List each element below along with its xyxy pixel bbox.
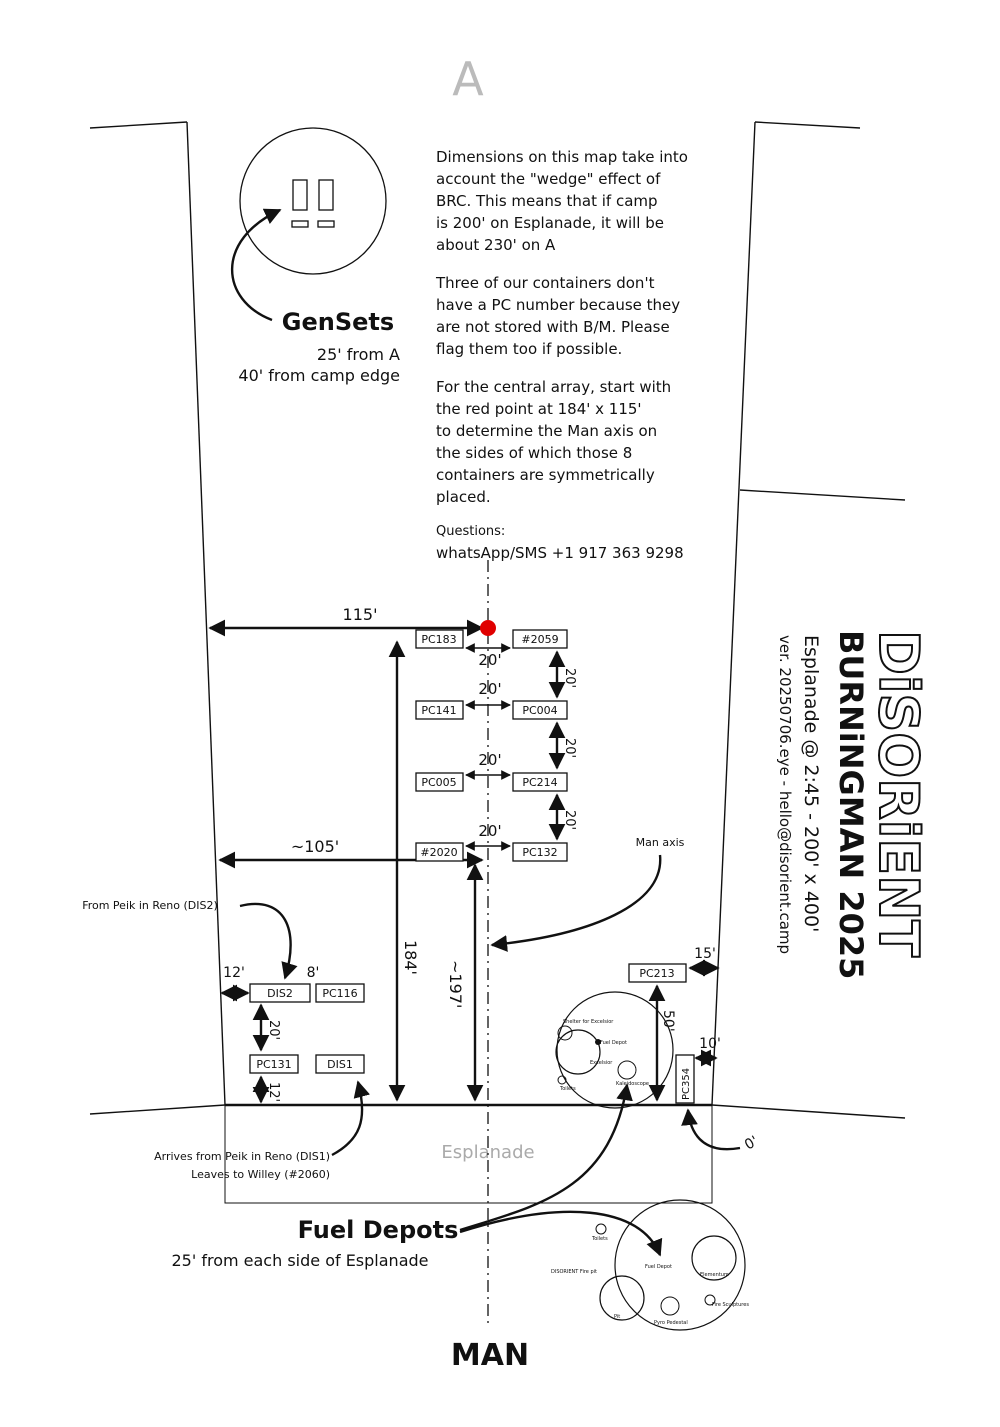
red-point	[480, 620, 496, 636]
gap-row3: 20'	[478, 751, 501, 769]
lbl-fire-pit: DISORIENT Fire pit	[551, 1269, 597, 1275]
camp-title: DiSORiENT	[867, 630, 930, 957]
dim-50: 50'	[660, 1010, 676, 1032]
title-block: DiSORiENT BURNiNGMAN 2025 Esplanade @ 2:…	[776, 629, 931, 979]
container-dis2: DIS2	[267, 987, 293, 1000]
container-2020: #2020	[420, 846, 457, 859]
container-pc214: PC214	[522, 776, 557, 789]
note-p2-l2: have a PC number because they	[436, 296, 680, 314]
vgap-2: 20'	[562, 738, 577, 758]
arrives-line2: Leaves to Willey (#2060)	[191, 1168, 330, 1181]
gensets-title: GenSets	[282, 308, 394, 336]
note-p3-l3: to determine the Man axis on	[436, 422, 657, 440]
dim-105: ~105'	[291, 837, 339, 856]
gap-row4: 20'	[478, 822, 501, 840]
lbl-fire-sculptures: Fire Sculptures	[712, 1302, 749, 1308]
dim-20v: 20'	[266, 1020, 281, 1040]
man-axis-callout: Man axis	[490, 836, 685, 952]
dim-15: 15'	[694, 946, 716, 962]
dim-0: 0'	[742, 1133, 761, 1153]
container-dis1: DIS1	[327, 1058, 353, 1071]
dim-10: 10'	[699, 1036, 721, 1052]
lbl-toilets: Toilets	[559, 1086, 576, 1092]
gap-row2: 20'	[478, 680, 501, 698]
lbl-fuel-depot-2: Fuel Depot	[645, 1264, 672, 1270]
dim-12b: 12'	[266, 1082, 281, 1102]
event-title: BURNiNGMAN 2025	[832, 630, 870, 979]
container-pc141: PC141	[421, 704, 456, 717]
arrives-line1: Arrives from Peik in Reno (DIS1)	[154, 1150, 330, 1163]
contact-line: whatsApp/SMS +1 917 363 9298	[436, 544, 684, 562]
dim-115: 115'	[343, 605, 378, 624]
lower-cluster: Toilets DISORIENT Fire pit Fuel Depot El…	[551, 1199, 749, 1331]
lbl-toilets-2: Toilets	[591, 1236, 608, 1242]
note-p3-l4: the sides of which those 8	[436, 444, 632, 462]
container-pc004: PC004	[522, 704, 557, 717]
note-p2-l1: Three of our containers don't	[435, 274, 655, 292]
lbl-shelter: Shelter for Excelsior	[563, 1019, 614, 1025]
fuel-depots-title: Fuel Depots	[298, 1216, 459, 1244]
dim-184: 184'	[401, 940, 420, 975]
note-p1-l2: account the "wedge" effect of	[436, 170, 661, 188]
lbl-pit: Pit	[614, 1314, 620, 1320]
from-peik-label: From Peik in Reno (DIS2)	[82, 899, 218, 912]
container-pc183: PC183	[421, 633, 456, 646]
container-pc005: PC005	[421, 776, 456, 789]
fuel-depots-callout: Fuel Depots 25' from each side of Esplan…	[171, 1083, 663, 1270]
camp-boundary	[89, 121, 906, 1119]
note-p3-l2: the red point at 184' x 115'	[436, 400, 642, 418]
esplanade-label: Esplanade	[441, 1142, 534, 1163]
container-pc116: PC116	[322, 987, 357, 1000]
location-line: Esplanade @ 2:45 - 200' x 400'	[800, 635, 822, 932]
lbl-kaleidoscope: Kaleidoscope	[616, 1081, 649, 1087]
note-p2-l4: flag them too if possible.	[436, 340, 622, 358]
note-p2-l3: are not stored with B/M. Please	[436, 318, 670, 336]
vgap-1: 20'	[562, 668, 577, 688]
container-2059: #2059	[521, 633, 558, 646]
street-a-label: A	[452, 52, 484, 106]
dim-12: 12'	[223, 965, 245, 981]
man-label: MAN	[451, 1338, 529, 1373]
gap-row1: 20'	[478, 651, 501, 669]
man-axis-label: Man axis	[636, 836, 685, 849]
gensets-line2: 40' from camp edge	[238, 366, 400, 385]
lbl-fuel-depot: Fuel Depot	[600, 1040, 627, 1046]
container-pc131: PC131	[256, 1058, 291, 1071]
lbl-elements: Elementum	[700, 1272, 729, 1278]
vgap-3: 20'	[562, 810, 577, 830]
note-p1-l4: is 200' on Esplanade, it will be	[436, 214, 664, 232]
container-pc213: PC213	[639, 967, 674, 980]
gensets-area: GenSets 25' from A 40' from camp edge	[230, 127, 400, 385]
note-p1-l5: about 230' on A	[436, 236, 556, 254]
lbl-excelsior: Excelsior	[590, 1060, 613, 1066]
note-p3-l6: placed.	[436, 488, 491, 506]
container-pc132: PC132	[522, 846, 557, 859]
left-containers: From Peik in Reno (DIS2) DIS2 PC116 8' 1…	[82, 899, 370, 1181]
esplanade-band: Esplanade	[224, 1104, 713, 1204]
note-p1-l3: BRC. This means that if camp	[436, 192, 658, 210]
note-p3-l1: For the central array, start with	[436, 378, 671, 396]
central-array: 115' ~105' 184' ~197' PC183 #2059 20' PC…	[208, 605, 577, 1102]
fuel-depots-sub: 25' from each side of Esplanade	[171, 1251, 428, 1270]
notes-block: Dimensions on this map take into account…	[435, 148, 688, 562]
questions-label: Questions:	[436, 524, 505, 539]
lbl-pyro: Pyro Pedestal	[654, 1320, 688, 1326]
dim-8: 8'	[307, 965, 320, 981]
dim-197: ~197'	[446, 960, 465, 1008]
version-line: ver. 20250706.eye - hello@disorient.camp	[776, 635, 794, 954]
note-p3-l5: containers are symmetrically	[436, 466, 655, 484]
container-pc354: PC354	[681, 1068, 692, 1100]
right-cluster: PC213 15' 50' PC354 10' 0' Shelter for E…	[555, 946, 761, 1153]
gensets-line1: 25' from A	[317, 345, 400, 364]
note-p1-l1: Dimensions on this map take into	[436, 148, 688, 166]
